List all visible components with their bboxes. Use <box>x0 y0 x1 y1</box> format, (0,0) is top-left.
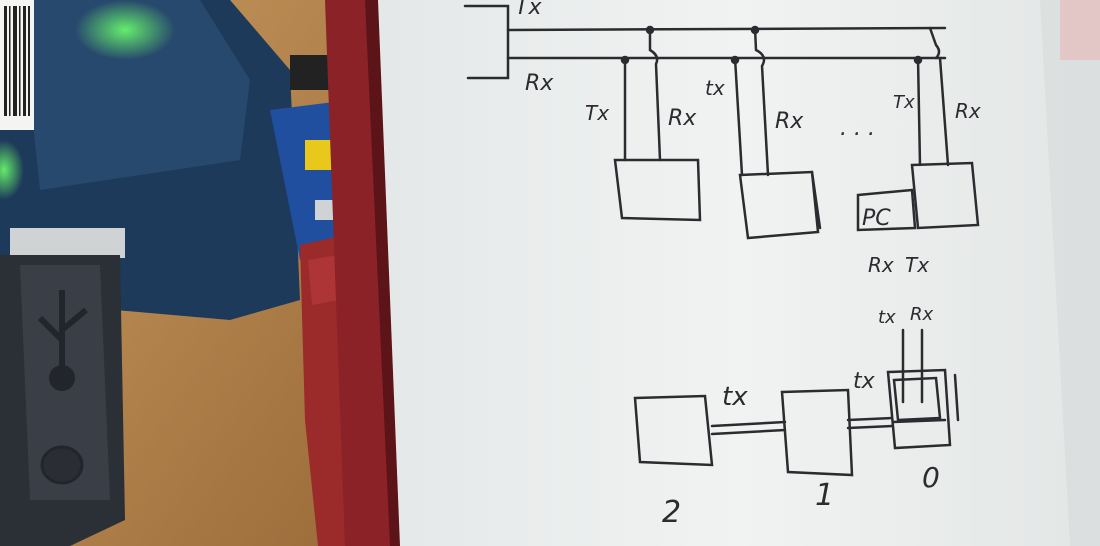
green-led-left-icon <box>0 140 24 200</box>
pc-rx-label: Rx <box>868 253 894 277</box>
node0-rx-label: Rx <box>910 304 934 325</box>
link2-tx-label: tx <box>853 369 876 394</box>
usb-icon <box>37 290 88 391</box>
ellipsis-label: . . . <box>840 116 875 141</box>
bus-tx-label: Tx <box>515 0 542 20</box>
drop2-tx-label: tx <box>705 76 725 100</box>
drop1-tx-label: Tx <box>585 101 609 125</box>
link1-tx-label: tx <box>722 382 748 412</box>
pc-tx-label: Tx <box>905 253 929 277</box>
node0-label: 0 <box>922 461 940 494</box>
circuit-board <box>270 55 350 260</box>
notebook-page <box>378 0 1100 546</box>
drop2-rx-label: Rx <box>775 109 804 134</box>
bus-diagram <box>463 4 980 477</box>
drop3-tx-label: Tx <box>893 92 915 113</box>
pink-corner <box>1060 0 1100 60</box>
usb-cable <box>0 228 125 546</box>
barcode-sticker <box>0 0 34 130</box>
drop1-rx-label: Rx <box>668 106 697 131</box>
node2-label: 2 <box>662 495 681 530</box>
node0-tx-label: tx <box>878 307 896 328</box>
bus-rx-label: Rx <box>525 71 554 96</box>
green-led-icon <box>75 0 175 60</box>
device-highlight <box>20 0 250 190</box>
drop3-rx-label: Rx <box>955 99 981 123</box>
node1-label: 1 <box>815 478 834 513</box>
pc-label: PC <box>862 206 891 231</box>
